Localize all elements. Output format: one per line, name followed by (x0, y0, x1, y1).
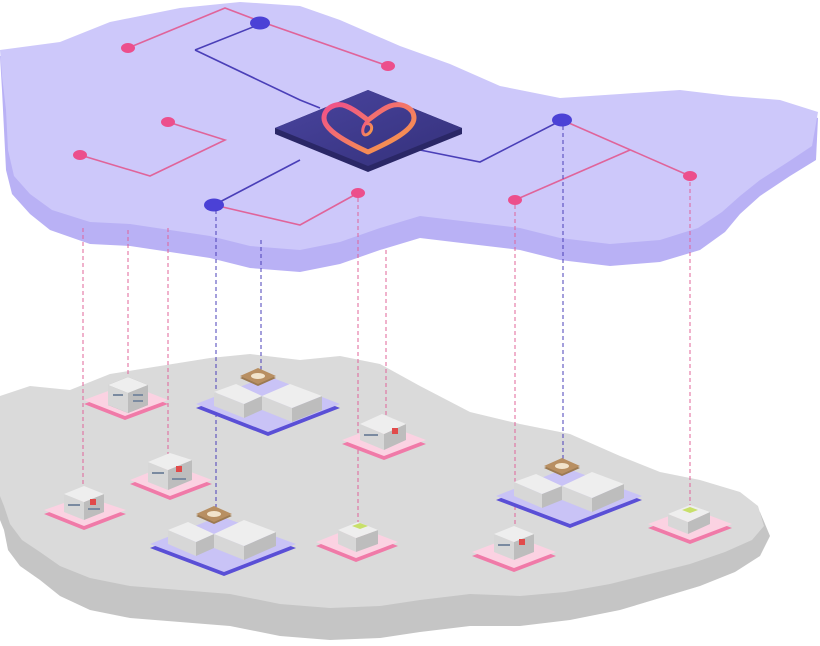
facility-hospital (44, 486, 126, 530)
network-lines (79, 7, 691, 226)
link-pink (561, 119, 691, 177)
facility-hospital (130, 453, 212, 500)
node-pink (508, 195, 522, 205)
facility-medical-center (196, 368, 340, 436)
helipad-icon (240, 368, 276, 386)
facility-clinic (316, 522, 398, 562)
link-blue (194, 49, 321, 109)
node-blue (250, 16, 270, 30)
facility-clinic (648, 505, 732, 544)
facility-hospital (342, 414, 426, 460)
facility-hospital (472, 526, 556, 572)
link-pink (79, 121, 228, 177)
hospital-building-icon (360, 414, 406, 450)
facility-clinic (84, 377, 168, 420)
hospital-building-icon (148, 453, 192, 490)
heart-loop (361, 118, 374, 137)
network-nodes (73, 16, 697, 212)
hospital-building-icon (168, 520, 276, 560)
connector-lines (82, 126, 691, 532)
facilities (44, 368, 732, 576)
link-pink (213, 192, 359, 226)
node-pink (121, 43, 135, 53)
hospital-building-icon (514, 472, 624, 512)
link-pink (514, 149, 631, 201)
link-pink (127, 7, 263, 49)
facility-medical-center (496, 458, 642, 528)
helipad-icon (196, 506, 232, 524)
hospital-building-icon (214, 384, 322, 422)
link-blue (419, 119, 563, 163)
node-blue (204, 198, 224, 212)
node-pink (351, 188, 365, 198)
hub-top (275, 90, 462, 166)
node-pink (381, 61, 395, 71)
hospital-building-icon (108, 377, 148, 413)
hospital-building-icon (64, 486, 104, 520)
link-pink (261, 21, 389, 67)
helipad-icon (544, 458, 580, 476)
node-pink (161, 117, 175, 127)
clinic-building-icon (338, 522, 378, 552)
clinic-building-icon (668, 505, 710, 534)
node-pink (73, 150, 87, 160)
node-blue (552, 113, 572, 127)
hospital-building-icon (494, 526, 534, 560)
facility-medical-center (150, 506, 296, 576)
node-pink (683, 171, 697, 181)
central-hub (275, 90, 462, 172)
link-blue (213, 159, 301, 206)
